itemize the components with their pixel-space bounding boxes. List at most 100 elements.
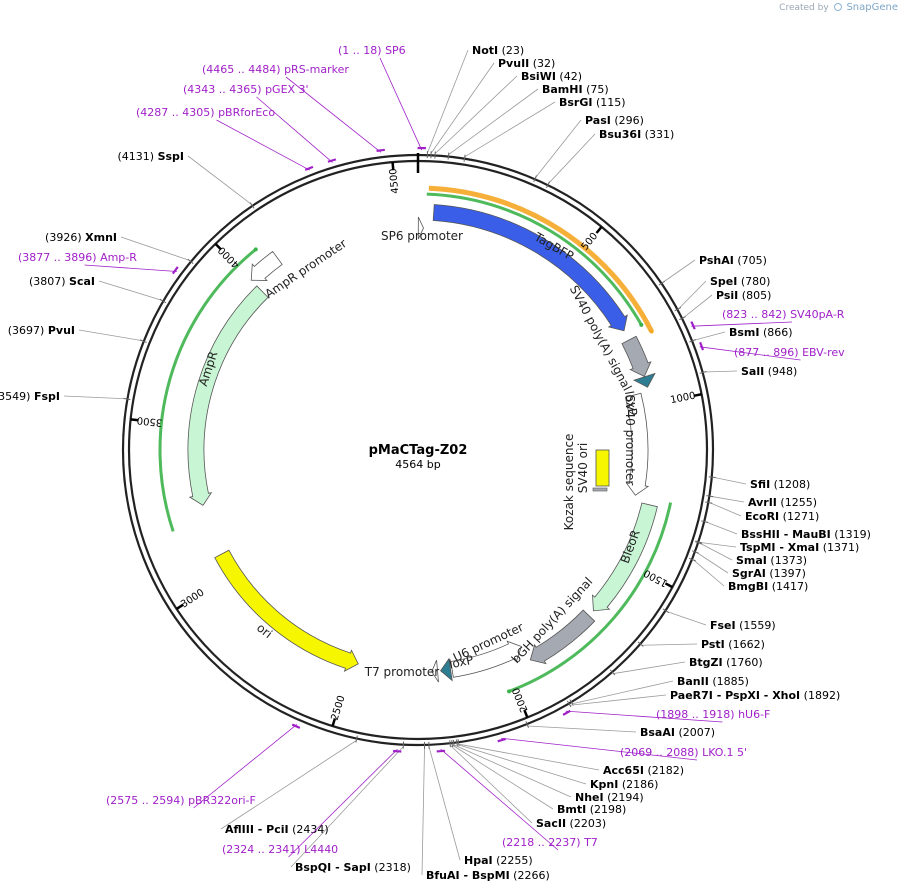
- feature-tagbfp[interactable]: [432, 204, 628, 332]
- enzyme-pvuii[interactable]: PvuII (32): [498, 57, 555, 70]
- enzyme-site-mark: [706, 495, 714, 498]
- primer-l4440[interactable]: (2324 .. 2341) L4440: [222, 843, 338, 856]
- feature-sv40-poly-a-signal[interactable]: [621, 335, 652, 378]
- enzyme-site-mark: [139, 339, 147, 343]
- enzyme-site-mark: [533, 175, 537, 183]
- enzyme-sfii[interactable]: SfiI (1208): [750, 478, 810, 491]
- enzyme-xmni[interactable]: (3926) XmnI: [45, 231, 117, 244]
- primer-t7[interactable]: (2218 .. 2237) T7: [502, 836, 598, 849]
- feature-u6-promoter[interactable]: [450, 640, 522, 678]
- enzyme-sacii[interactable]: SacII (2203): [536, 817, 606, 830]
- enzyme-position: (75): [583, 83, 609, 96]
- enzyme-site-mark: [679, 316, 686, 321]
- enzyme-leader-line: [713, 476, 747, 485]
- enzyme-bsmi[interactable]: BsmI (866): [729, 326, 793, 339]
- enzyme-bsaai[interactable]: BsaAI (2007): [640, 726, 715, 739]
- enzyme-name: FseI: [710, 619, 736, 632]
- tick-mark: [391, 162, 395, 171]
- primer-leader-line: [285, 76, 382, 153]
- enzyme-banii[interactable]: BanII (1885): [677, 675, 749, 688]
- primer-pbrforeco[interactable]: (4287 .. 4305) pBRforEco: [136, 106, 275, 119]
- enzyme-bsrgi[interactable]: BsrGI (115): [559, 96, 626, 109]
- feature-ampr-promoter[interactable]: [250, 250, 283, 282]
- enzyme-bsu36i[interactable]: Bsu36I (331): [599, 128, 674, 141]
- enzyme-pshai[interactable]: PshAI (705): [699, 254, 767, 267]
- enzyme-name: NotI: [472, 44, 498, 57]
- primer-hu6-f[interactable]: (1898 .. 1918) hU6-F: [656, 708, 770, 721]
- feature-ori[interactable]: [214, 549, 359, 672]
- enzyme-avrii[interactable]: AvrII (1255): [748, 496, 817, 509]
- enzyme-btgzi[interactable]: BtgZI (1760): [689, 656, 763, 669]
- enzyme-scai[interactable]: (3807) ScaI: [29, 275, 95, 288]
- enzyme-bmti[interactable]: BmtI (2198): [557, 803, 626, 816]
- enzyme-tspmi[interactable]: TspMI - XmaI (1371): [740, 541, 859, 554]
- primer-sp6[interactable]: (1 .. 18) SP6: [338, 44, 406, 57]
- primer-sv40pa-r[interactable]: (823 .. 842) SV40pA-R: [722, 308, 845, 321]
- enzyme-spei[interactable]: SpeI (780): [710, 275, 770, 288]
- enzyme-acc65i[interactable]: Acc65I (2182): [603, 764, 684, 777]
- enzyme-bamhi[interactable]: BamHI (75): [542, 83, 609, 96]
- kozak-feature[interactable]: [592, 487, 608, 492]
- enzyme-bfuai[interactable]: BfuAI - BspMI (2266): [426, 869, 550, 882]
- primer-amp-r[interactable]: (3877 .. 3896) Amp-R: [18, 251, 137, 264]
- enzyme-alias: - XmaI: [776, 541, 820, 554]
- enzyme-position: (866): [760, 326, 793, 339]
- feature-t7-promoter[interactable]: [431, 660, 439, 683]
- enzyme-name: EcoRI: [745, 510, 779, 523]
- primer-name: Amp-R: [100, 251, 137, 264]
- primer-pbr322ori-f[interactable]: (2575 .. 2594) pBR322ori-F: [106, 794, 256, 807]
- enzyme-position: (1371): [819, 541, 859, 554]
- enzyme-hpai[interactable]: HpaI (2255): [464, 854, 533, 867]
- primer-lko-1-5[interactable]: (2069 .. 2088) LKO.1 5': [620, 746, 747, 759]
- enzyme-name: SalI: [741, 365, 764, 378]
- enzyme-ecori[interactable]: EcoRI (1271): [745, 510, 819, 523]
- enzyme-leader-line: [704, 370, 738, 373]
- feature-loxp[interactable]: [440, 657, 453, 682]
- enzyme-position: (1559): [736, 619, 776, 632]
- enzyme-leader-line: [290, 746, 404, 868]
- enzyme-paer7i[interactable]: PaeR7I - PspXI - XhoI (1892): [670, 689, 840, 702]
- enzyme-pvui[interactable]: (3697) PvuI: [8, 324, 75, 337]
- enzyme-leader-line: [78, 329, 142, 342]
- feature-loxp[interactable]: [632, 372, 656, 388]
- primer-ebv-rev[interactable]: (877 .. 896) EBV-rev: [734, 346, 845, 359]
- enzyme-kpni[interactable]: KpnI (2186): [590, 778, 658, 791]
- enzyme-bsiwi[interactable]: BsiWI (42): [521, 70, 582, 83]
- feature-bleor[interactable]: [592, 502, 658, 612]
- tick-mark: [331, 718, 337, 727]
- primer-name: LKO.1 5': [702, 746, 747, 759]
- enzyme-noti[interactable]: NotI (23): [472, 44, 524, 57]
- enzyme-pasi[interactable]: PasI (296): [585, 114, 644, 127]
- enzyme-position: (1892): [800, 689, 840, 702]
- enzyme-name: Acc65I: [603, 764, 644, 777]
- enzyme-sali[interactable]: SalI (948): [741, 365, 797, 378]
- primer-track: (1 .. 18) SP6 (823 .. 842) SV40pA-R (877 .…: [18, 44, 845, 858]
- enzyme-fsei[interactable]: FseI (1559): [710, 619, 776, 632]
- feature-label-sv40-promoter: SV40 promoter: [623, 395, 637, 486]
- enzyme-leader-line: [696, 552, 729, 574]
- feature-ampr[interactable]: [187, 285, 269, 506]
- primer-prs-marker[interactable]: (4465 .. 4484) pRS-marker: [202, 63, 349, 76]
- enzyme-name: BsmI: [729, 326, 760, 339]
- orf-track: [158, 185, 673, 694]
- enzyme-smai[interactable]: SmaI (1373): [736, 554, 807, 567]
- enzyme-bspqi[interactable]: BspQI - SapI (2318): [295, 861, 411, 874]
- enzyme-bsshii[interactable]: BssHII - MauBI (1319): [741, 528, 871, 541]
- enzyme-afliii[interactable]: AflIII - PciI (2434): [225, 823, 329, 836]
- enzyme-sspi[interactable]: (4131) SspI: [117, 150, 184, 163]
- enzyme-sgrai[interactable]: SgrAI (1397): [732, 567, 806, 580]
- feature-sv40-promoter[interactable]: [624, 392, 650, 496]
- enzyme-psii[interactable]: PsiI (805): [716, 289, 771, 302]
- feature-bgh-poly-a-signal[interactable]: [529, 609, 596, 665]
- enzyme-bmgbi[interactable]: BmgBI (1417): [728, 580, 808, 593]
- enzyme-psti[interactable]: PstI (1662): [701, 638, 765, 651]
- feature-sp6-promoter[interactable]: [417, 216, 424, 240]
- primer-site-mark: [690, 321, 696, 330]
- enzyme-leader-line: [452, 744, 554, 810]
- feature-label-sp6-promoter: SP6 promoter: [381, 229, 463, 243]
- enzyme-fspi[interactable]: (3549) FspI: [0, 390, 60, 403]
- enzyme-nhei[interactable]: NheI (2194): [575, 791, 644, 804]
- sv40-ori-feature[interactable]: [595, 449, 610, 487]
- enzyme-position: (705): [734, 254, 767, 267]
- primer-pgex-3[interactable]: (4343 .. 4365) pGEX 3': [183, 83, 309, 96]
